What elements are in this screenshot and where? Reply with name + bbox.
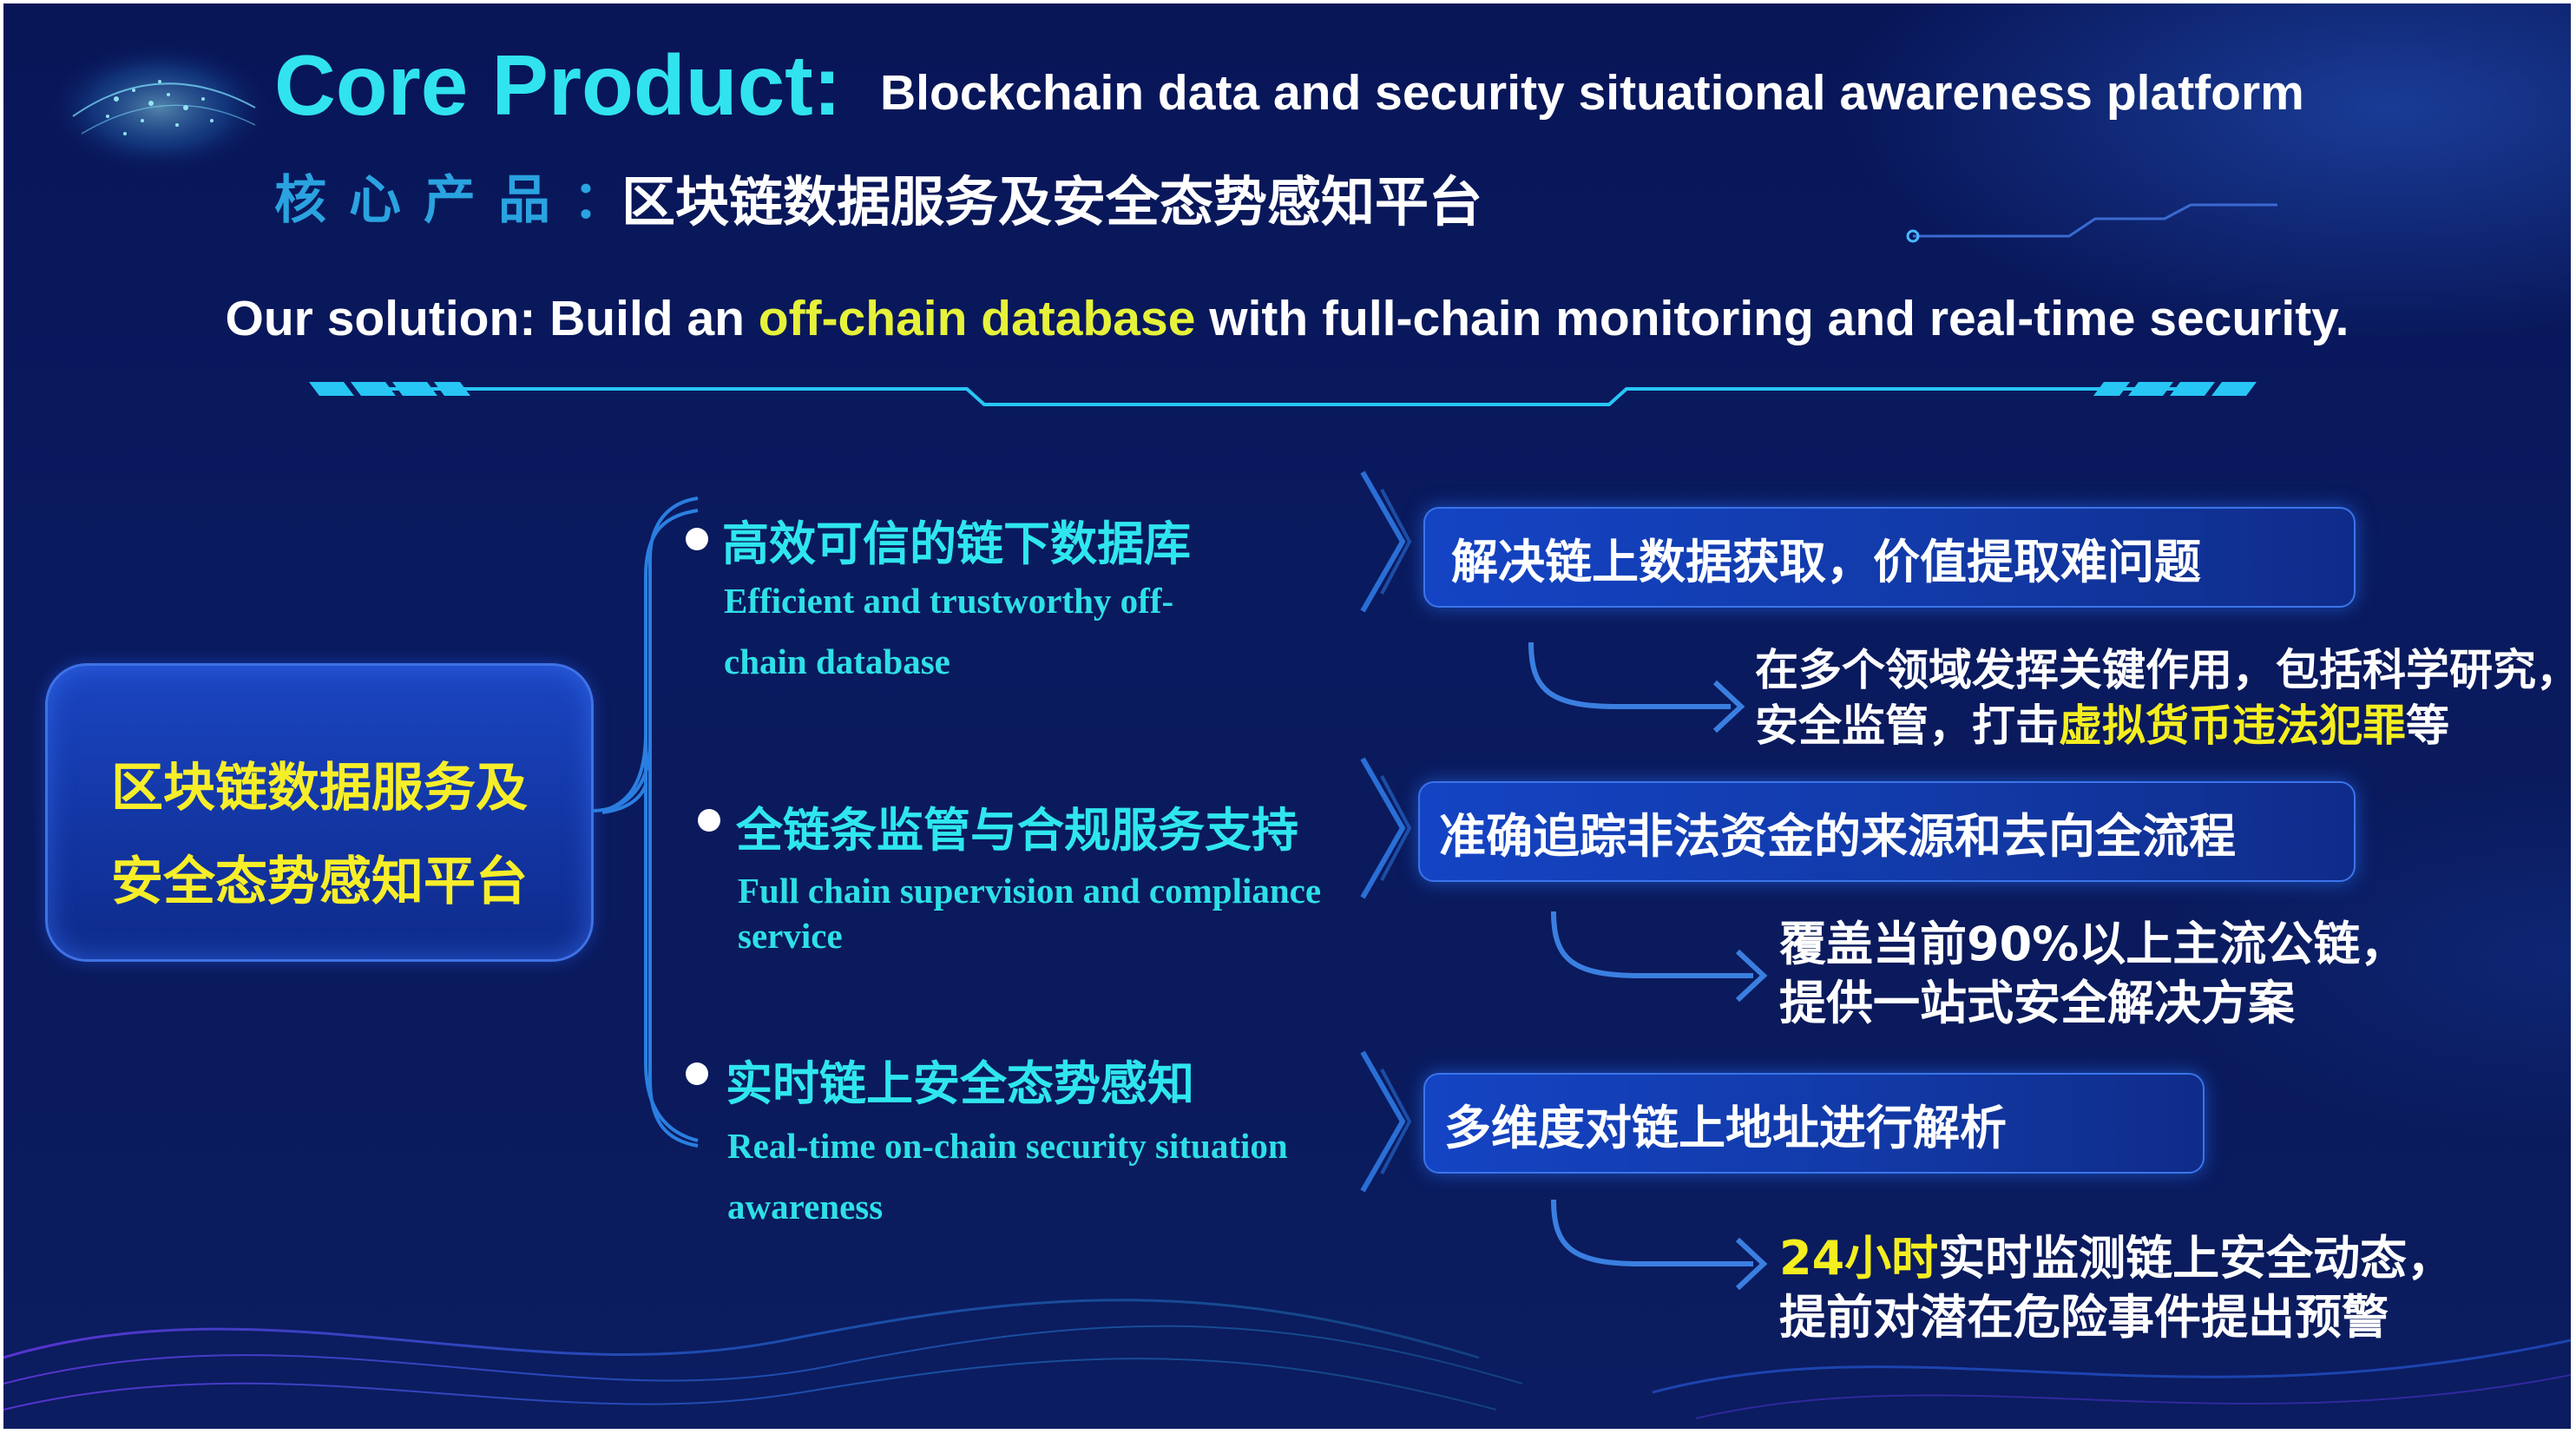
result-box-2-text: 准确追踪非法资金的来源和去向全流程: [1439, 808, 2236, 864]
feature-3-en-line1: Real-time on-chain security situation: [727, 1126, 1288, 1166]
hub-line-1: 区块链数据服务及: [111, 758, 528, 819]
detail-3-line1-highlight: 24小时: [1779, 1231, 1939, 1286]
feature-2-cn: 全链条监管与合规服务支持: [736, 803, 1298, 858]
solution-prefix: Our solution: Build an: [225, 291, 759, 346]
background-decoration: [3, 203, 2571, 1419]
feature-3-cn: 实时链上安全态势感知: [726, 1056, 1194, 1111]
platform-hub: 区块链数据服务及 安全态势感知平台: [45, 663, 594, 962]
detail-1: 在多个领域发挥关键作用，包括科学研究， 安全监管，打击虚拟货币违法犯罪等: [1755, 642, 2571, 753]
detail-1-line2: 安全监管，打击虚拟货币违法犯罪等: [1755, 698, 2571, 753]
detail-3-line1: 24小时实时监测链上安全动态，: [1779, 1229, 2454, 1288]
feature-2-en-line2: service: [738, 916, 843, 956]
detail-3: 24小时实时监测链上安全动态， 提前对潜在危险事件提出预警: [1779, 1229, 2454, 1347]
title-cn-label: 核心产品：: [274, 170, 647, 231]
title-cn: 区块链数据服务及安全态势感知平台: [621, 170, 1483, 234]
globe-icon: [47, 43, 273, 173]
detail-1-line2-suffix: 等: [2406, 701, 2449, 751]
slide: Core Product: Blockchain data and securi…: [3, 3, 2571, 1429]
solution-highlight: off-chain database: [758, 291, 1196, 346]
bullet-dot: [698, 809, 720, 832]
curved-arrow-icon: [1551, 1199, 1768, 1291]
chevron-right-icon: [1360, 1050, 1412, 1193]
curved-arrow-icon: [1551, 911, 1768, 1003]
detail-2: 覆盖当前90%以上主流公链， 提供一站式安全解决方案: [1779, 915, 2407, 1033]
chevron-right-icon: [1360, 470, 1412, 613]
result-box-1-text: 解决链上数据获取，价值提取难问题: [1451, 534, 2201, 589]
solution-statement: Our solution: Build an off-chain databas…: [3, 290, 2571, 347]
bullet-dot: [686, 1062, 708, 1085]
result-box-3-text: 多维度对链上地址进行解析: [1444, 1100, 2007, 1155]
curved-arrow-icon: [1528, 641, 1745, 733]
result-box-1: 解决链上数据获取，价值提取难问题: [1423, 507, 2356, 608]
bullet-dot: [686, 528, 708, 550]
title-en: Blockchain data and security situational…: [880, 65, 2304, 121]
result-box-2: 准确追踪非法资金的来源和去向全流程: [1418, 781, 2356, 882]
hub-line-2: 安全态势感知平台: [111, 852, 528, 912]
brace-connector: [591, 497, 699, 1148]
result-box-3: 多维度对链上地址进行解析: [1423, 1073, 2205, 1174]
title-en-prefix: Core Product:: [274, 37, 842, 133]
detail-2-line1: 覆盖当前90%以上主流公链，: [1779, 917, 2408, 971]
detail-1-line2-highlight: 虚拟货币违法犯罪: [2059, 701, 2406, 751]
feature-3-en-line2: awareness: [727, 1187, 884, 1227]
detail-2-line2: 提供一站式安全解决方案: [1779, 976, 2295, 1030]
feature-1-en-line2: chain database: [724, 641, 950, 681]
solution-suffix: with full-chain monitoring and real-time…: [1195, 291, 2349, 346]
detail-1-line2-prefix: 安全监管，打击: [1755, 701, 2059, 751]
detail-3-line2: 提前对潜在危险事件提出预警: [1779, 1290, 2389, 1345]
feature-1-cn: 高效可信的链下数据库: [722, 516, 1191, 571]
detail-3-line1-rest: 实时监测链上安全动态，: [1938, 1231, 2454, 1286]
detail-1-line1: 在多个领域发挥关键作用，包括科学研究，: [1755, 645, 2571, 695]
chevron-right-icon: [1360, 757, 1412, 899]
feature-2-en-line1: Full chain supervision and compliance: [738, 871, 1322, 911]
feature-1-en-line1: Efficient and trustworthy off-: [724, 581, 1174, 621]
